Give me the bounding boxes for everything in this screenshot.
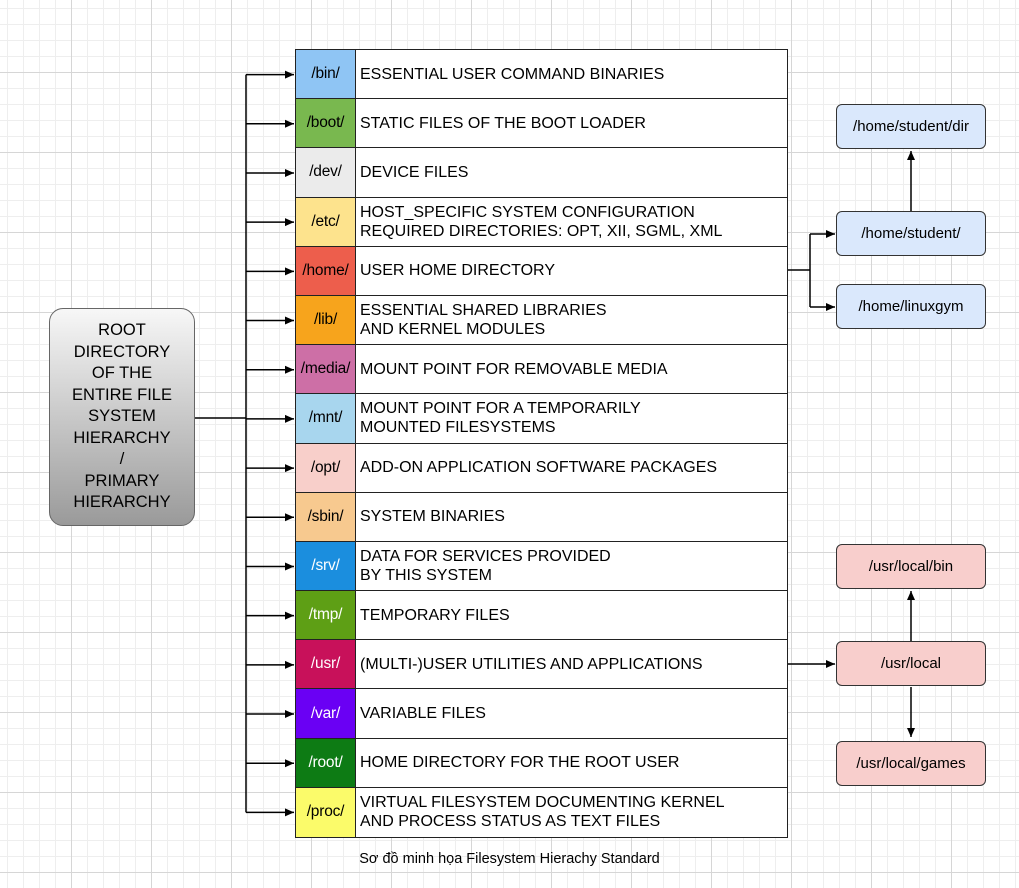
usr-local-games-node: /usr/local/games [836,741,986,786]
home-student-dir-label: /home/student/dir [853,118,969,135]
home-linuxgym-label: /home/linuxgym [858,298,964,315]
table-row: /mnt/MOUNT POINT FOR A TEMPORARILY MOUNT… [296,394,787,444]
dir-name-cell: /home/ [296,246,356,295]
dir-description-cell: ESSENTIAL USER COMMAND BINARIES [356,50,787,99]
usr-local-node: /usr/local [836,641,986,686]
dir-name-cell: /srv/ [296,541,356,591]
dir-name-cell: /proc/ [296,787,356,837]
table-row: /home/USER HOME DIRECTORY [296,246,787,296]
dir-name-cell: /lib/ [296,295,356,345]
dir-description-cell: DEVICE FILES [356,148,787,197]
home-student-label: /home/student/ [861,225,961,242]
dir-name-cell: /tmp/ [296,591,356,640]
home-student-node: /home/student/ [836,211,986,256]
dir-description-cell: USER HOME DIRECTORY [356,246,787,295]
dir-description-cell: (MULTI-)USER UTILITIES AND APPLICATIONS [356,640,787,689]
dir-description-cell: VIRTUAL FILESYSTEM DOCUMENTING KERNEL AN… [356,787,787,837]
directory-table: /bin/ESSENTIAL USER COMMAND BINARIES/boo… [295,49,788,838]
dir-description-cell: SYSTEM BINARIES [356,492,787,541]
home-linuxgym-node: /home/linuxgym [836,284,986,329]
dir-name-cell: /root/ [296,738,356,787]
root-directory-label: ROOT DIRECTORY OF THE ENTIRE FILE SYSTEM… [72,321,172,512]
usr-local-bin-label: /usr/local/bin [868,558,954,575]
dir-description-cell: TEMPORARY FILES [356,591,787,640]
table-row: /sbin/SYSTEM BINARIES [296,492,787,542]
table-row: /var/VARIABLE FILES [296,689,787,739]
table-row: /boot/STATIC FILES OF THE BOOT LOADER [296,99,787,149]
dir-name-cell: /opt/ [296,443,356,492]
dir-name-cell: /etc/ [296,197,356,246]
usr-local-bin-node: /usr/local/bin [836,544,986,589]
table-row: /media/MOUNT POINT FOR REMOVABLE MEDIA [296,345,787,395]
table-row: /proc/VIRTUAL FILESYSTEM DOCUMENTING KER… [296,787,787,837]
root-connectors [195,70,294,817]
table-row: /root/HOME DIRECTORY FOR THE ROOT USER [296,738,787,788]
dir-name-cell: /dev/ [296,148,356,197]
table-row: /etc/HOST_SPECIFIC SYSTEM CONFIGURATION … [296,197,787,247]
dir-description-cell: MOUNT POINT FOR A TEMPORARILY MOUNTED FI… [356,394,787,443]
dir-description-cell: DATA FOR SERVICES PROVIDED BY THIS SYSTE… [356,541,787,591]
dir-description-cell: HOME DIRECTORY FOR THE ROOT USER [356,738,787,787]
dir-name-cell: /var/ [296,689,356,738]
diagram-caption: Sơ đồ minh họa Filesystem Hierachy Stand… [359,851,660,867]
dir-name-cell: /mnt/ [296,394,356,443]
root-directory-node: ROOT DIRECTORY OF THE ENTIRE FILE SYSTEM… [49,308,195,526]
dir-name-cell: /sbin/ [296,492,356,541]
dir-name-cell: /usr/ [296,640,356,689]
table-row: /usr/(MULTI-)USER UTILITIES AND APPLICAT… [296,640,787,690]
dir-description-cell: ADD-ON APPLICATION SOFTWARE PACKAGES [356,443,787,492]
usr-local-games-label: /usr/local/games [856,755,966,772]
dir-description-cell: ESSENTIAL SHARED LIBRARIES AND KERNEL MO… [356,295,787,345]
table-row: /lib/ESSENTIAL SHARED LIBRARIES AND KERN… [296,295,787,346]
dir-name-cell: /bin/ [296,50,356,99]
table-row: /opt/ADD-ON APPLICATION SOFTWARE PACKAGE… [296,443,787,493]
home-student-dir-node: /home/student/dir [836,104,986,149]
dir-description-cell: MOUNT POINT FOR REMOVABLE MEDIA [356,345,787,394]
usr-local-label: /usr/local [880,655,942,672]
table-row: /bin/ESSENTIAL USER COMMAND BINARIES [296,50,787,100]
dir-description-cell: VARIABLE FILES [356,689,787,738]
table-row: /tmp/TEMPORARY FILES [296,591,787,641]
dir-name-cell: /media/ [296,345,356,394]
table-row: /dev/DEVICE FILES [296,148,787,198]
table-row: /srv/DATA FOR SERVICES PROVIDED BY THIS … [296,541,787,592]
dir-description-cell: STATIC FILES OF THE BOOT LOADER [356,99,787,148]
dir-name-cell: /boot/ [296,99,356,148]
dir-description-cell: HOST_SPECIFIC SYSTEM CONFIGURATION REQUI… [356,197,787,246]
